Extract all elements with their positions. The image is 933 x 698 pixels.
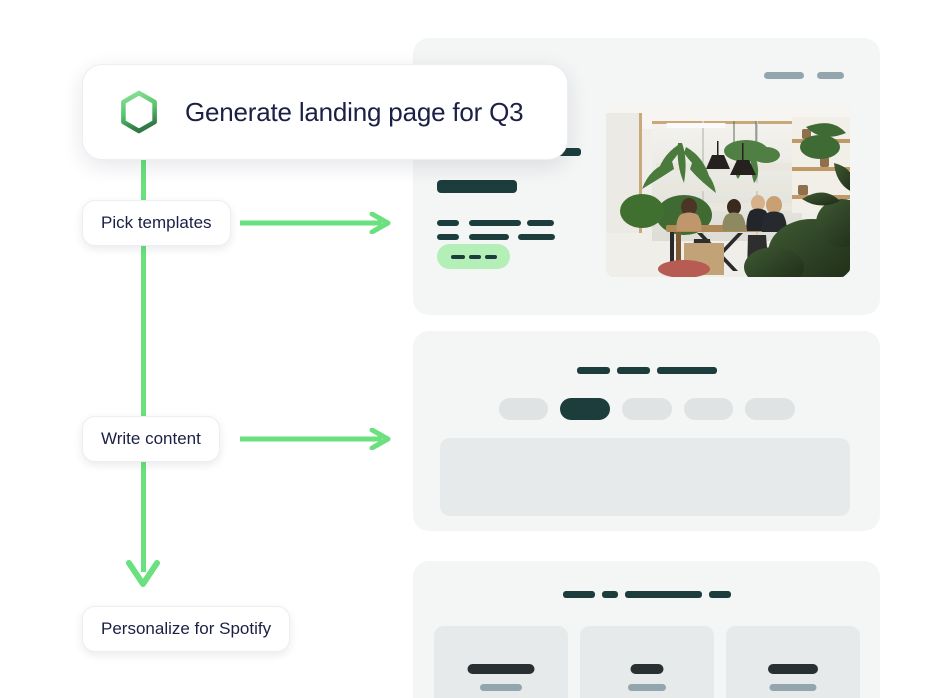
tab-pill-1[interactable] [498,398,548,420]
tile-subtitle-placeholder [479,684,522,691]
tile-3[interactable] [725,626,860,698]
heading-dash [708,591,731,598]
badge-dash [485,255,497,259]
hero-body-dash [527,220,554,226]
preview-card-tiles[interactable] [413,561,880,698]
heading-dash [562,591,595,598]
heading-dash [616,367,650,374]
flow-step-write-content[interactable]: Write content [82,416,220,462]
tile-row [413,626,880,698]
heading-dash [601,591,618,598]
hero-body-dash [437,220,459,226]
tile-2[interactable] [579,626,714,698]
flow-step-label: Personalize for Spotify [101,619,272,638]
preview-column [413,0,933,698]
flow-step-personalize[interactable]: Personalize for Spotify [82,606,291,652]
badge-dash [469,255,481,259]
hero-body-dash [518,234,555,240]
preview-card-hero[interactable] [413,38,880,315]
tab-pill-2[interactable] [559,398,610,420]
tiles-heading-placeholder [413,591,880,598]
hero-photo [606,103,850,277]
badge-dash [451,255,465,259]
tile-subtitle-placeholder [627,684,666,691]
hero-body-dash [469,234,509,240]
preview-card-tabs[interactable] [413,331,880,531]
heading-dash [656,367,717,374]
flow-step-label: Pick templates [101,213,212,232]
hero-title-placeholder [437,180,517,193]
tab-row[interactable] [413,398,880,420]
header-placeholder-bar [764,72,804,79]
flow-connector-line [141,160,146,572]
prompt-text: Generate landing page for Q3 [185,96,524,127]
hero-body-dash [437,234,459,240]
hexagon-icon [119,90,159,134]
prompt-card[interactable]: Generate landing page for Q3 [82,64,568,160]
tile-title-placeholder [767,664,818,674]
flow-arrow-right-icon [240,428,392,450]
hero-body-dash [469,220,521,226]
flow-step-label: Write content [101,429,201,448]
content-placeholder-block [440,438,850,516]
tile-title-placeholder [467,664,534,674]
flow-arrow-right-icon [240,212,392,234]
hero-cta-badge[interactable] [437,244,510,269]
tile-subtitle-placeholder [769,684,816,691]
heading-dash [576,367,610,374]
tab-pill-3[interactable] [621,398,672,420]
header-placeholder-bar [817,72,844,79]
tile-title-placeholder [630,664,663,674]
tile-1[interactable] [433,626,568,698]
tab-pill-4[interactable] [683,398,733,420]
tabs-heading-placeholder [413,367,880,374]
flow-step-pick-templates[interactable]: Pick templates [82,200,231,246]
tab-pill-5[interactable] [744,398,795,420]
heading-dash [624,591,702,598]
flow-arrow-down-icon [126,560,160,590]
